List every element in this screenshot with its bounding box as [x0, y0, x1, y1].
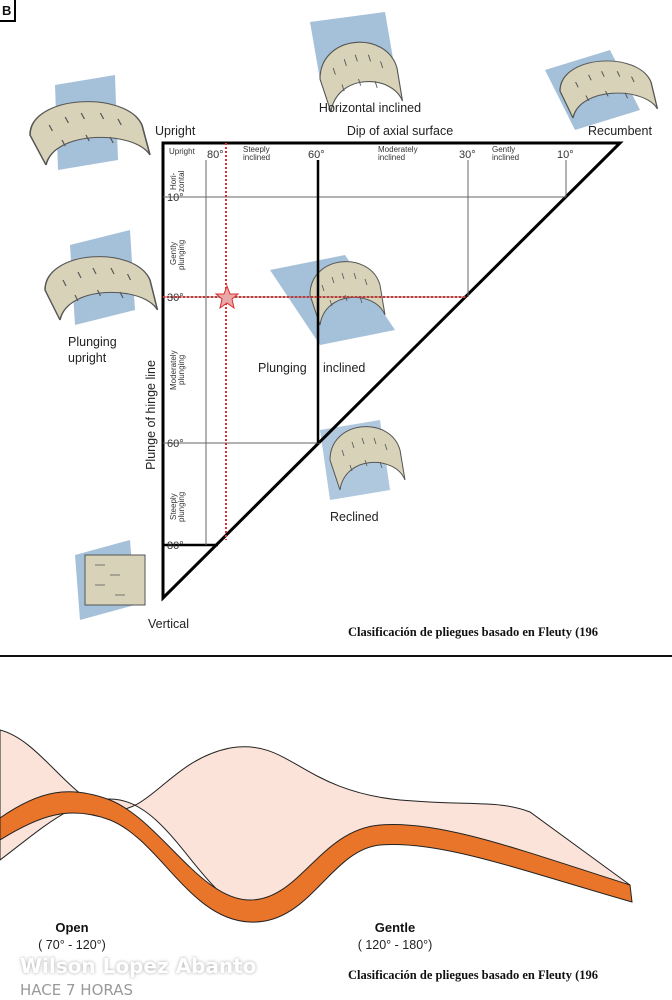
label-plunging-inclined-2: inclined	[323, 361, 365, 375]
top-label-gently-1: Gently	[492, 145, 515, 154]
axis-title-top: Dip of axial surface	[347, 124, 453, 138]
left-label-steeply-2: plunging	[177, 492, 186, 522]
star-marker	[214, 284, 240, 310]
left-degree-80: 80°	[167, 540, 184, 552]
left-label-moderately-2: plunging	[177, 355, 186, 385]
post-author[interactable]: Wilson Lopez Abanto	[20, 954, 257, 978]
label-open: Open	[55, 920, 88, 935]
left-label-steeply-1: Steeply	[169, 493, 178, 520]
fold-plunging-upright-illustration	[44, 230, 159, 325]
top-label-moderately-2: inclined	[378, 153, 405, 162]
top-label-steeply-2: inclined	[243, 153, 270, 162]
label-vertical: Vertical	[148, 617, 189, 631]
top-degree-30: 30°	[459, 149, 476, 161]
top-degree-60: 60°	[308, 149, 325, 161]
top-degree-10: 10°	[557, 149, 574, 161]
fold-upright-illustration	[29, 75, 151, 170]
left-label-gently-2: plunging	[177, 240, 186, 270]
post-time: HACE 7 HORAS	[20, 981, 133, 999]
fold-profile-illustration	[0, 729, 633, 923]
panel-letter-box	[0, 0, 16, 22]
left-label-moderately-1: Moderately	[169, 350, 178, 390]
fold-horizontal-inclined-illustration	[310, 12, 404, 113]
label-gentle: Gentle	[375, 920, 415, 935]
range-open: ( 70° - 120°)	[38, 938, 106, 952]
left-degree-10: 10°	[167, 192, 184, 204]
classification-triangle	[161, 141, 624, 602]
fold-vertical-illustration	[75, 540, 146, 620]
left-label-horizontal-1: Hori-	[169, 172, 178, 190]
top-label-gently-2: inclined	[492, 153, 519, 162]
top-label-moderately-1: Moderately	[378, 145, 418, 154]
label-recumbent: Recumbent	[588, 124, 652, 138]
label-reclined: Reclined	[330, 510, 379, 524]
top-label-upright: Upright	[169, 147, 196, 156]
left-degree-60: 60°	[167, 438, 184, 450]
left-label-horizontal-2: zontal	[177, 170, 186, 192]
fold-reclined-illustration	[320, 420, 406, 500]
label-plunging-upright-1: Plunging	[68, 335, 117, 349]
label-upright: Upright	[155, 124, 196, 138]
top-degree-80: 80°	[207, 149, 224, 161]
label-plunging-inclined-1: Plunging	[258, 361, 307, 375]
diagram-caption: Clasificación de pliegues basado en Fleu…	[348, 625, 598, 639]
left-degree-30: 30°	[167, 292, 184, 304]
fold-recumbent-illustration	[545, 50, 659, 130]
label-horizontal-inclined: Horizontal inclined	[319, 101, 421, 115]
fold-plunging-inclined-illustration	[270, 255, 395, 345]
profile-caption: Clasificación de pliegues basado en Fleu…	[348, 968, 598, 982]
panel-letter: B	[2, 3, 11, 18]
label-plunging-upright-2: upright	[68, 351, 107, 365]
left-label-gently-1: Gently	[169, 242, 178, 265]
axis-title-left: Plunge of hinge line	[144, 360, 158, 470]
highlight-lines	[163, 143, 466, 540]
top-label-steeply-1: Steeply	[243, 145, 270, 154]
range-gentle: ( 120° - 180°)	[358, 938, 433, 952]
